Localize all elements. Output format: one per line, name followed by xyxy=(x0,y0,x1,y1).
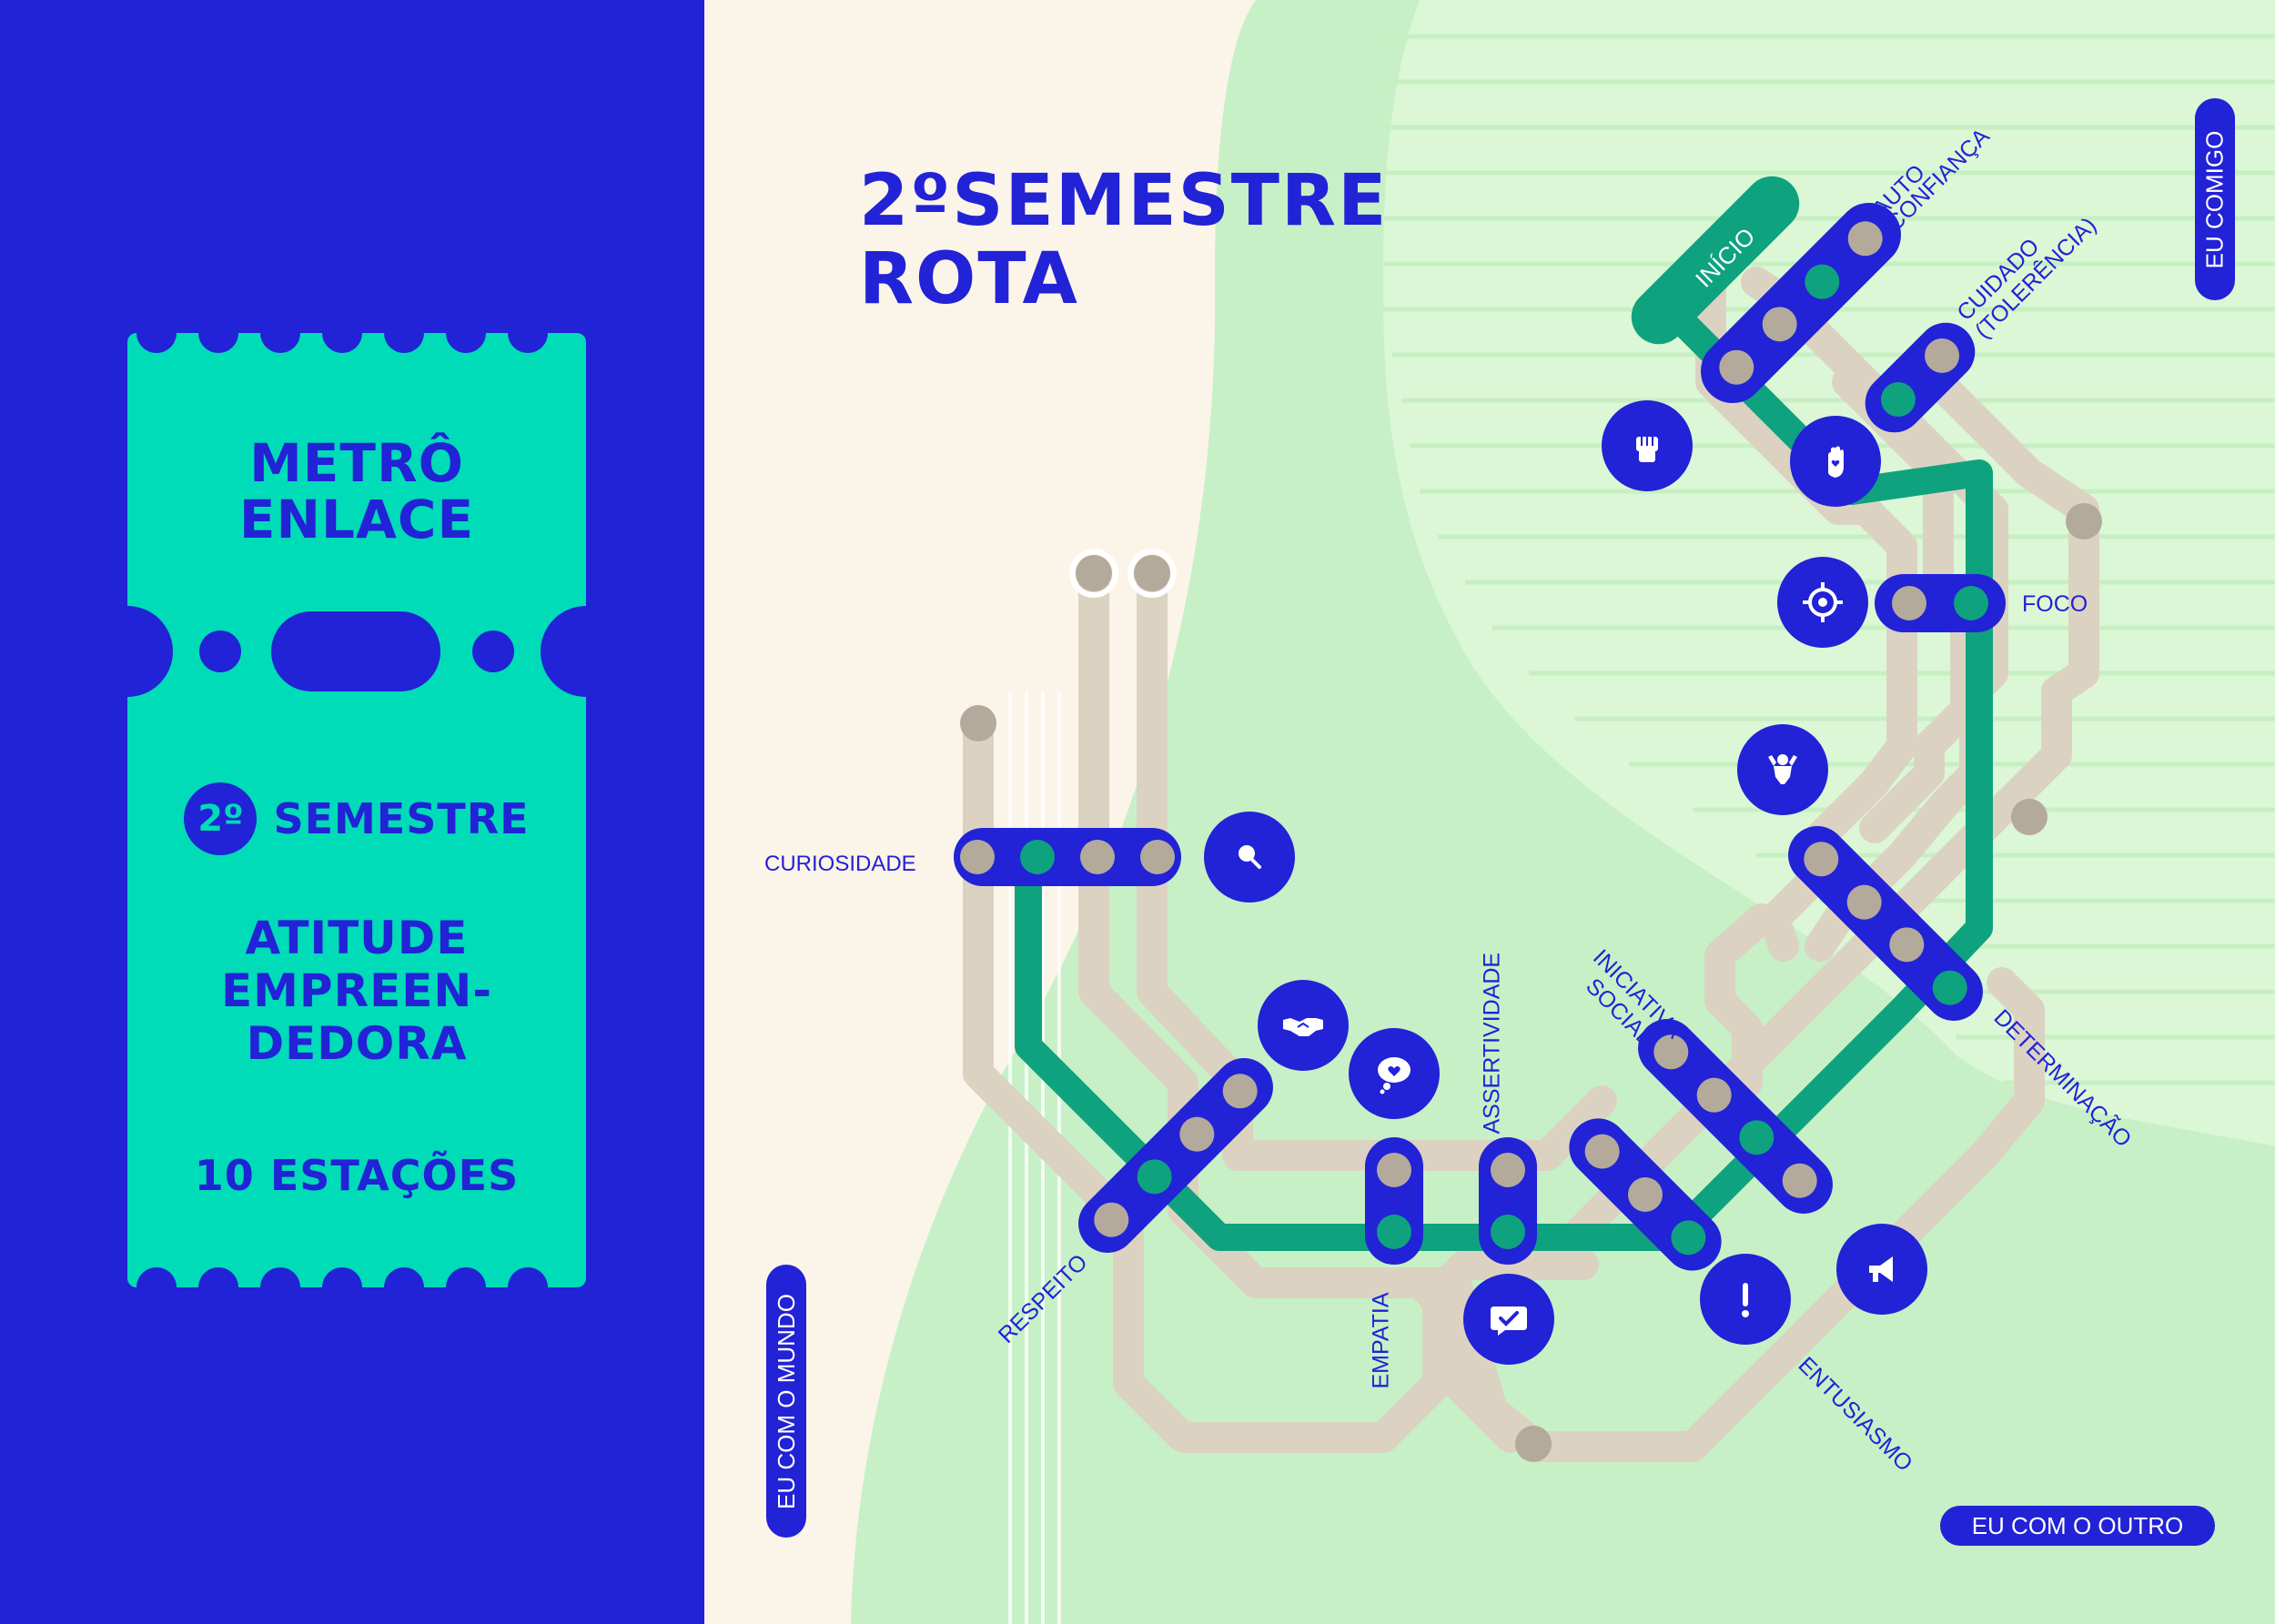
ticket-shape xyxy=(127,333,586,1287)
ticket-title-line2: ENLACE xyxy=(238,489,475,550)
semester-badge: 2º xyxy=(184,782,258,855)
station-pills xyxy=(954,203,2006,1271)
map-title: 2ºSEMESTRE ROTA xyxy=(859,162,1388,318)
zone-eu-comigo: EU COMIGO xyxy=(2195,98,2235,300)
semester-label: SEMESTRE xyxy=(273,794,530,843)
exclamation-icon xyxy=(1700,1254,1791,1345)
attitude-line1: ATITUDE xyxy=(245,912,469,964)
ticket-title: METRÔ ENLACE xyxy=(127,435,586,548)
station-label-curiosidade: CURIOSIDADE xyxy=(764,852,916,876)
green-line xyxy=(1015,300,1993,1251)
zone-eu-com-o-outro: EU COM O OUTRO xyxy=(1940,1506,2215,1546)
station-label-assertividade: ASSERTIVIDADE xyxy=(1479,952,1505,1135)
hand-heart-icon xyxy=(1790,416,1881,507)
zone-eu-com-o-outro-label: EU COM O OUTRO xyxy=(1971,1511,2184,1539)
target-icon xyxy=(1777,557,1868,648)
zone-eu-com-o-mundo-label: EU COM O MUNDO xyxy=(772,1293,800,1509)
megaphone-icon xyxy=(1836,1224,1927,1315)
ticket-semester: 2º SEMESTRE xyxy=(127,782,586,855)
chat-check-icon xyxy=(1463,1274,1554,1365)
map-title-line2: ROTA xyxy=(859,238,1079,320)
map-title-line1: 2ºSEMESTRE xyxy=(859,160,1389,242)
handshake-icon xyxy=(1258,980,1349,1071)
attitude-line3: DEDORA xyxy=(246,1017,468,1070)
strong-arms-icon xyxy=(1737,724,1828,815)
stations-count: 10 ESTAÇÕES xyxy=(194,1151,520,1200)
fist-icon xyxy=(1602,400,1693,491)
search-icon xyxy=(1204,812,1295,903)
zone-eu-comigo-label: EU COMIGO xyxy=(2200,130,2229,268)
start-pill xyxy=(1631,176,1800,345)
ticket-title-line1: METRÔ xyxy=(249,432,464,494)
attitude-line2: EMPREEN- xyxy=(221,964,492,1017)
station-label-empatia: EMPATIA xyxy=(1368,1292,1394,1389)
ticket-attitude: ATITUDE EMPREEN- DEDORA xyxy=(127,912,586,1070)
zone-eu-com-o-mundo: EU COM O MUNDO xyxy=(766,1265,806,1538)
terminal-dots xyxy=(960,503,2102,1462)
station-label-foco: FOCO xyxy=(2022,591,2088,617)
thought-heart-icon xyxy=(1349,1028,1440,1119)
